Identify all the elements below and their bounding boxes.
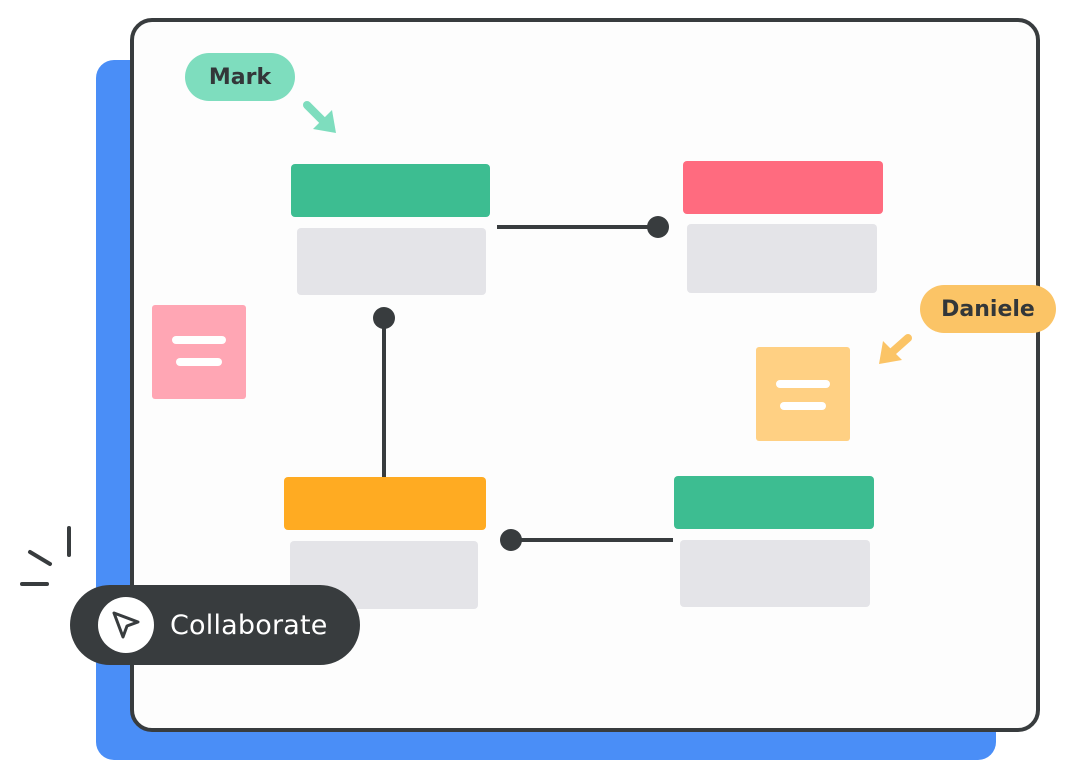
card-red-body[interactable] <box>687 224 877 293</box>
connector-bottom[interactable] <box>500 529 673 551</box>
card-green-top-header[interactable] <box>291 164 490 217</box>
collaborate-label: Collaborate <box>170 609 328 641</box>
daniele-cursor-arrow-icon <box>879 334 912 364</box>
mark-cursor-arrow-icon <box>303 101 336 133</box>
card-green-bottom-body[interactable] <box>680 540 870 607</box>
user-tag-mark: Mark <box>185 53 295 101</box>
connector-endpoint[interactable] <box>500 529 522 551</box>
cursor-arrow-icon <box>98 597 154 653</box>
note-line <box>176 358 222 366</box>
note-line <box>172 336 226 344</box>
user-tag-daniele: Daniele <box>920 285 1056 333</box>
card-green-bottom-header[interactable] <box>674 476 874 529</box>
connector-top[interactable] <box>497 216 669 238</box>
spark-lines-icon <box>20 526 71 586</box>
sticky-note-yellow[interactable] <box>756 347 850 441</box>
card-red-header[interactable] <box>683 161 883 214</box>
sticky-note-pink[interactable] <box>152 305 246 399</box>
collaborate-button[interactable]: Collaborate <box>70 585 360 665</box>
connector-left[interactable] <box>373 307 395 477</box>
card-orange-header[interactable] <box>284 477 486 530</box>
connector-endpoint[interactable] <box>647 216 669 238</box>
connector-endpoint[interactable] <box>373 307 395 329</box>
note-line <box>780 402 826 410</box>
user-tag-label: Mark <box>208 64 272 90</box>
note-line <box>776 380 830 388</box>
user-tag-label: Daniele <box>941 296 1035 322</box>
card-green-top-body[interactable] <box>297 228 486 295</box>
